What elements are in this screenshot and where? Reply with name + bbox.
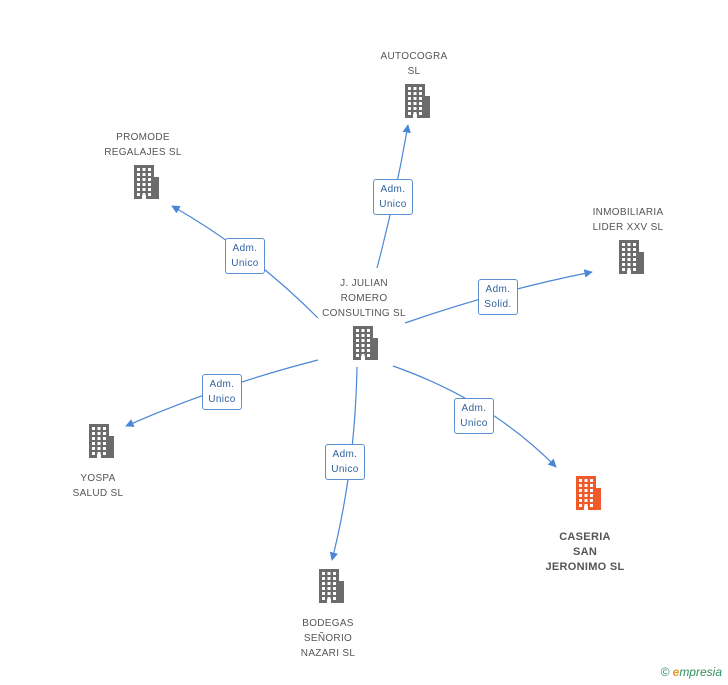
node-label-autocogra[interactable]: AUTOCOGRA SL [380,51,448,77]
edge-label-autocogra[interactable]: Adm. Unico [373,179,413,215]
edge-label-caseria[interactable]: Adm. Unico [454,398,494,434]
building-icon[interactable] [314,568,346,604]
node-label-inmobiliaria[interactable]: INMOBILIARIA LIDER XXV SL [592,207,664,233]
edge-label-promode[interactable]: Adm. Unico [225,238,265,274]
node-label-caseria[interactable]: CASERIA SAN JERONIMO SL [545,531,625,573]
node-label-bodegas[interactable]: BODEGAS SEÑORIO NAZARI SL [300,618,356,659]
node-label-center[interactable]: J. JULIAN ROMERO CONSULTING SL [322,277,406,319]
edge-label-yospa[interactable]: Adm. Unico [202,374,242,410]
building-icon[interactable] [614,239,646,275]
brand-logo-text: mpresia [679,665,722,679]
building-icon[interactable] [84,423,116,459]
edge-label-inmobiliaria[interactable]: Adm. Solid. [478,279,518,315]
node-label-promode[interactable]: PROMODE REGALAJES SL [104,132,182,158]
footer-brand: ©empresia [661,665,722,679]
node-label-yospa[interactable]: YOSPA SALUD SL [72,473,124,499]
building-icon[interactable] [400,83,432,119]
copyright-symbol: © [660,665,670,679]
edge-label-bodegas[interactable]: Adm. Unico [325,444,365,480]
building-icon[interactable] [348,325,380,361]
brand-logo-initial: e [672,665,680,679]
building-icon[interactable] [129,164,161,200]
building-icon[interactable] [571,475,603,511]
